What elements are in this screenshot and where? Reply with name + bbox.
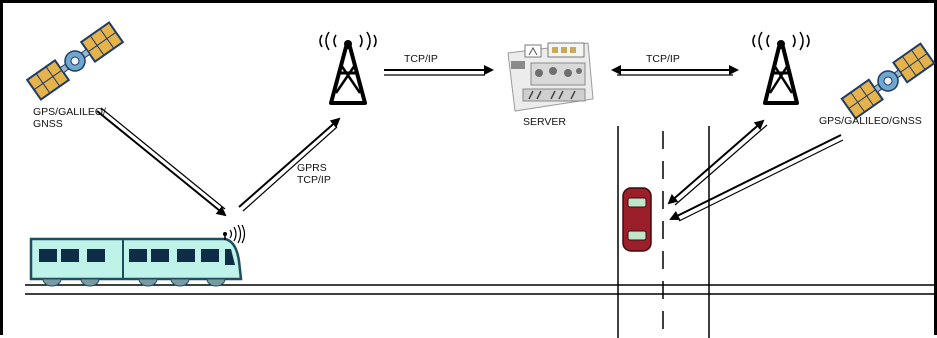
server-icon — [507, 42, 594, 112]
antenna-icon — [223, 224, 246, 244]
label-tcpip-right: TCP/IP — [646, 53, 680, 65]
label-gprs-tcpip: GPRS TCP/IP — [297, 162, 331, 186]
rail-tracks — [25, 284, 937, 295]
arrow-tower-to-server — [384, 65, 494, 76]
arrow-train-to-tower — [238, 117, 341, 212]
label-gnss-left: GPS/GALILEO/ GNSS — [33, 106, 106, 130]
arrow-sat-to-train — [96, 107, 227, 217]
label-tcpip-left: TCP/IP — [404, 53, 438, 65]
label-gnss-right: GPS/GALILEO/GNSS — [819, 115, 922, 127]
radio-tower-icon — [752, 31, 810, 105]
arrow-server-tower-bidirectional — [611, 65, 739, 76]
satellite-icon — [840, 42, 936, 120]
train-icon — [29, 237, 243, 287]
diagram-canvas — [25, 21, 937, 338]
car-icon — [622, 187, 652, 252]
label-server: SERVER — [523, 116, 566, 128]
radio-tower-icon — [319, 31, 377, 105]
arrow-sat-to-car — [669, 134, 844, 222]
arrow-tower-car-bidirectional — [667, 119, 768, 206]
satellite-icon — [25, 21, 125, 101]
